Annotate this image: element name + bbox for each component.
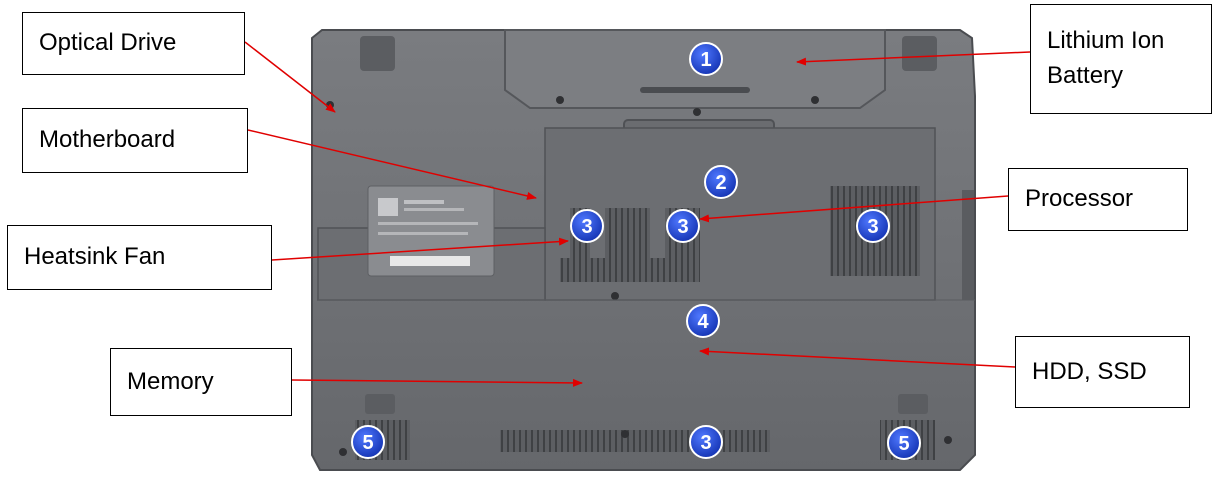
arrow-heatsink-fan	[271, 237, 569, 261]
marker-processor: 3	[666, 209, 700, 243]
arrow-memory	[291, 378, 583, 387]
arrow-optical-drive	[244, 41, 336, 113]
label-processor: Processor	[1008, 168, 1188, 231]
label-battery: Lithium Ion Battery	[1030, 4, 1212, 114]
label-hdd-ssd: HDD, SSD	[1015, 336, 1190, 408]
marker-label: 3	[700, 432, 711, 454]
arrow-processor	[699, 195, 1009, 223]
marker-latch: 2	[704, 165, 738, 199]
marker-label: 1	[700, 49, 711, 71]
marker-memory-vent: 3	[689, 425, 723, 459]
marker-speaker-left: 5	[351, 425, 385, 459]
callout-arrows	[244, 41, 1031, 387]
marker-label: 5	[898, 433, 909, 455]
arrow-hdd-ssd	[699, 347, 1016, 368]
marker-right-vent: 3	[856, 209, 890, 243]
arrow-battery	[796, 51, 1031, 66]
component-markers: 1 2 3 3 3 4 3 5	[351, 42, 921, 460]
laptop-chassis	[311, 29, 976, 471]
marker-heatsink: 3	[570, 209, 604, 243]
label-memory: Memory	[110, 348, 292, 416]
marker-label: 5	[362, 432, 373, 454]
marker-drive: 4	[686, 304, 720, 338]
marker-label: 3	[581, 216, 592, 238]
marker-battery: 1	[689, 42, 723, 76]
marker-label: 4	[697, 311, 709, 333]
label-motherboard: Motherboard	[22, 108, 248, 173]
marker-label: 3	[677, 216, 688, 238]
label-optical-drive: Optical Drive	[22, 12, 245, 75]
arrow-motherboard	[247, 129, 537, 200]
marker-label: 2	[715, 172, 726, 194]
label-heatsink-fan: Heatsink Fan	[7, 225, 272, 290]
marker-speaker-right: 5	[887, 426, 921, 460]
marker-label: 3	[867, 216, 878, 238]
